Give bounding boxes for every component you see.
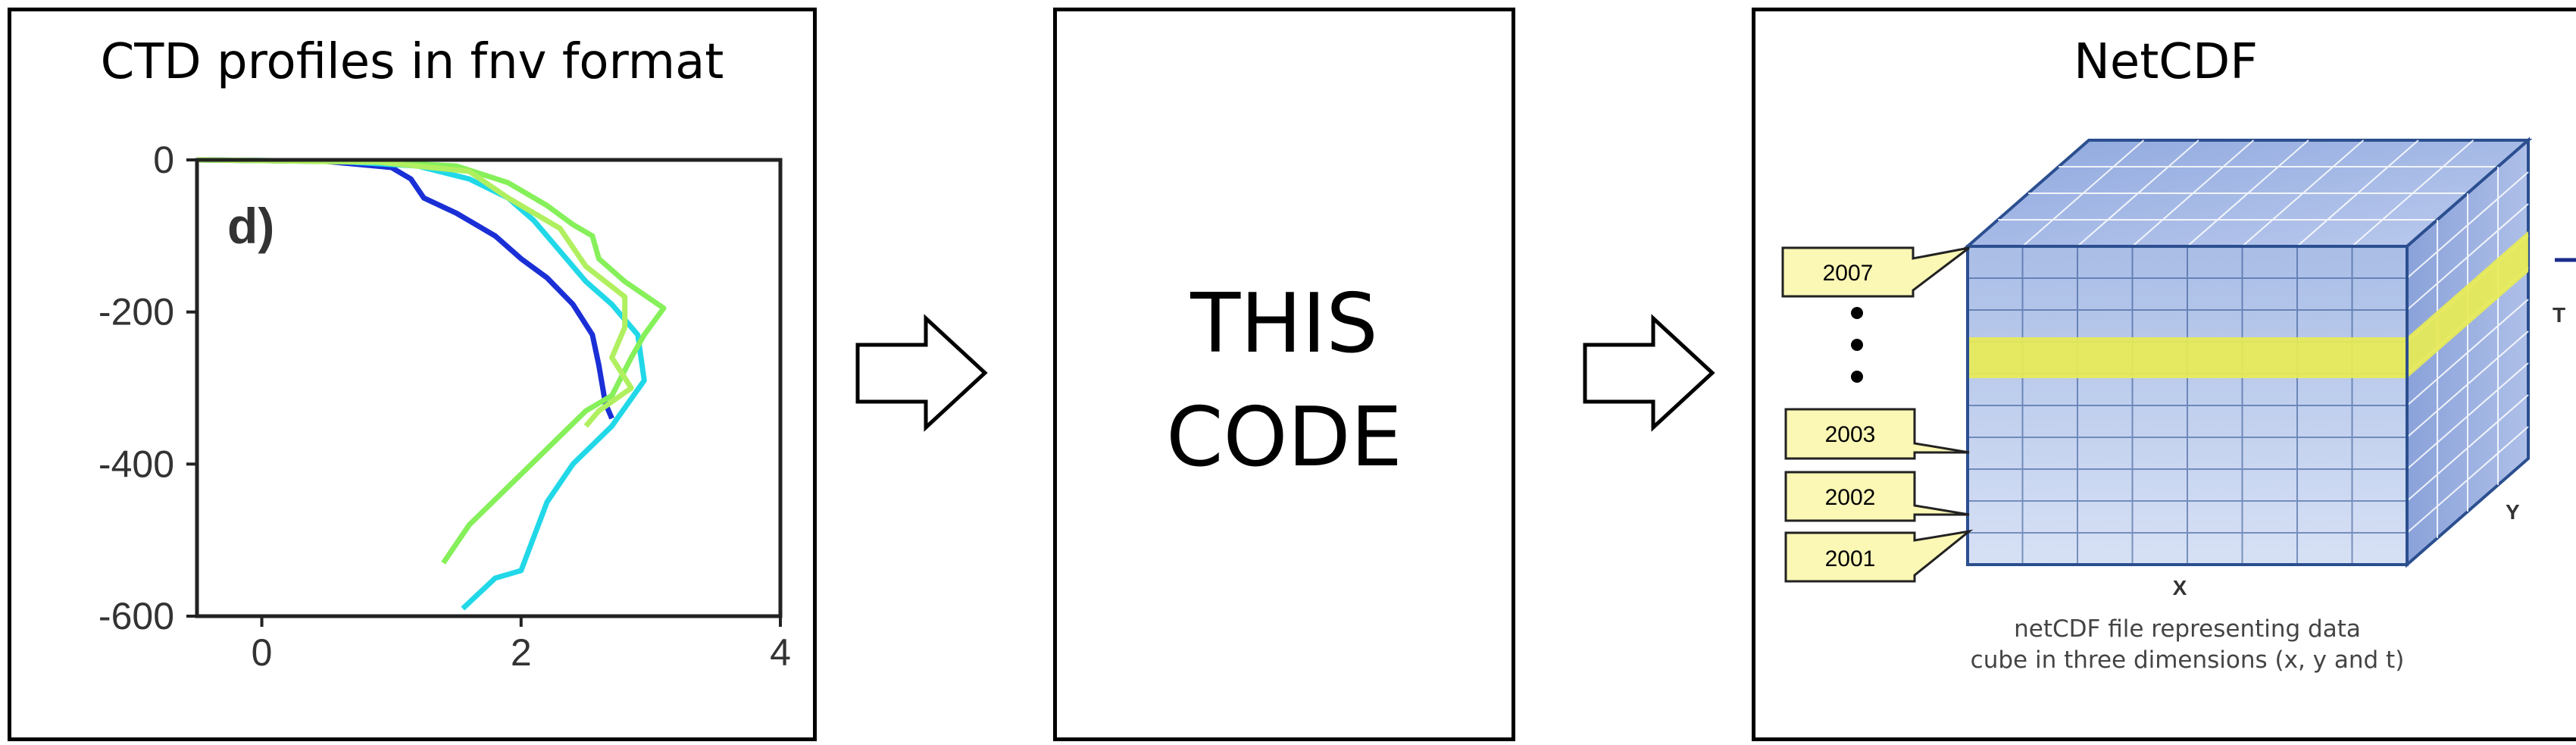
- ctd-profile-line-1: [196, 157, 614, 420]
- svg-text:2003: 2003: [1825, 422, 1876, 447]
- ctd-y-tick-label: -200: [98, 291, 174, 333]
- svg-text:2002: 2002: [1825, 485, 1876, 510]
- ctd-y-tick-label: -600: [98, 595, 174, 637]
- ctd-panel-title: CTD profiles in fnv format: [100, 34, 724, 90]
- right-arrow-icon-2: [1583, 314, 1715, 432]
- ctd-x-tick-label: 2: [511, 631, 532, 674]
- ctd-x-tick-label: 0: [252, 631, 273, 674]
- year-callout-2007: 2007: [1781, 246, 1970, 298]
- netcdf-panel: NetCDF T: [1752, 8, 2576, 741]
- svg-text:2007: 2007: [1823, 261, 1874, 286]
- x-axis-label: X: [2173, 576, 2187, 599]
- y-axis-label: Y: [2506, 500, 2520, 524]
- highlighted-time-slice-front: [1969, 337, 2406, 378]
- ctd-profiles-panel: CTD profiles in fnv format 0 2 4 0 -200 -400 -…: [8, 8, 817, 741]
- ctd-panel-letter: d): [227, 198, 274, 254]
- ctd-profile-chart: 0 2 4 0 -200 -400 -600 d): [98, 139, 791, 674]
- ctd-y-tick-label: -400: [98, 443, 174, 485]
- highlighted-time-slice-side: [2407, 231, 2528, 378]
- ctd-profile-line-2: [196, 157, 647, 611]
- cube-caption-line-2: cube in three dimensions (x, y and t): [1971, 646, 2405, 674]
- year-callout-2001: 2001: [1784, 529, 1974, 583]
- t-axis-label: T: [2553, 303, 2565, 327]
- svg-text:2001: 2001: [1825, 546, 1876, 571]
- right-arrow-icon: [855, 314, 988, 432]
- netcdf-panel-title: NetCDF: [2073, 34, 2259, 90]
- ellipsis-dots: [1851, 307, 1863, 383]
- code-label-line-1: THIS: [1190, 277, 1378, 371]
- cube-caption-line-1: netCDF file representing data: [2014, 615, 2361, 643]
- code-panel: THIS CODE: [1053, 8, 1515, 741]
- ctd-y-tick-label: 0: [153, 139, 174, 181]
- year-callout-2002: 2002: [1784, 471, 1970, 522]
- year-callout-2003: 2003: [1784, 408, 1970, 460]
- ctd-plot-frame: [195, 158, 783, 618]
- ctd-x-tick-label: 4: [770, 631, 791, 674]
- data-cube-diagram: T Y X 2007 2003 2002 2001 netCDF file re…: [1781, 136, 2576, 674]
- ctd-profile-line-4: [196, 157, 634, 428]
- ctd-profile-line-3: [196, 157, 667, 565]
- code-label-line-2: CODE: [1166, 390, 1402, 485]
